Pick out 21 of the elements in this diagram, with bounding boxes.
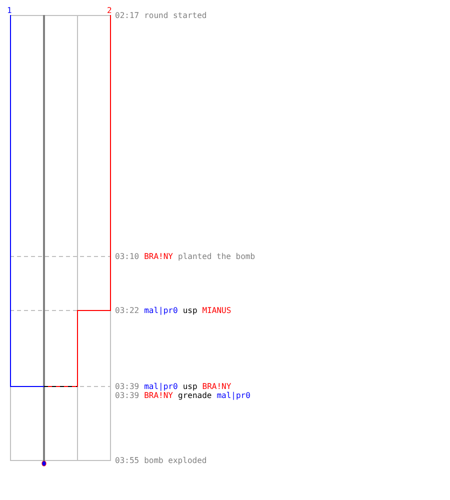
weapon-name: grenade <box>178 391 212 400</box>
player-name: BRA!NY <box>144 391 173 400</box>
column-number: 1 <box>7 7 12 15</box>
time-label: 02:17 <box>115 11 140 20</box>
time-label: 03:55 <box>115 456 140 465</box>
player-name: BRA!NY <box>202 382 232 391</box>
event-text: planted the bomb <box>178 252 256 261</box>
event-text: round started <box>144 11 207 20</box>
event-text: bomb exploded <box>144 456 207 465</box>
player-name: mal|pr0 <box>144 306 178 315</box>
player-name: mal|pr0 <box>144 382 178 391</box>
weapon-name: usp <box>182 306 198 315</box>
player-name: BRA!NY <box>144 252 173 261</box>
player-name: mal|pr0 <box>216 391 250 400</box>
time-label: 03:10 <box>115 252 140 261</box>
time-label: 03:39 <box>115 382 140 391</box>
player-name: MIANUS <box>202 306 232 315</box>
column-number: 2 <box>107 7 112 15</box>
time-label: 03:22 <box>115 306 140 315</box>
weapon-name: usp <box>182 382 198 391</box>
time-label: 03:39 <box>115 391 140 400</box>
